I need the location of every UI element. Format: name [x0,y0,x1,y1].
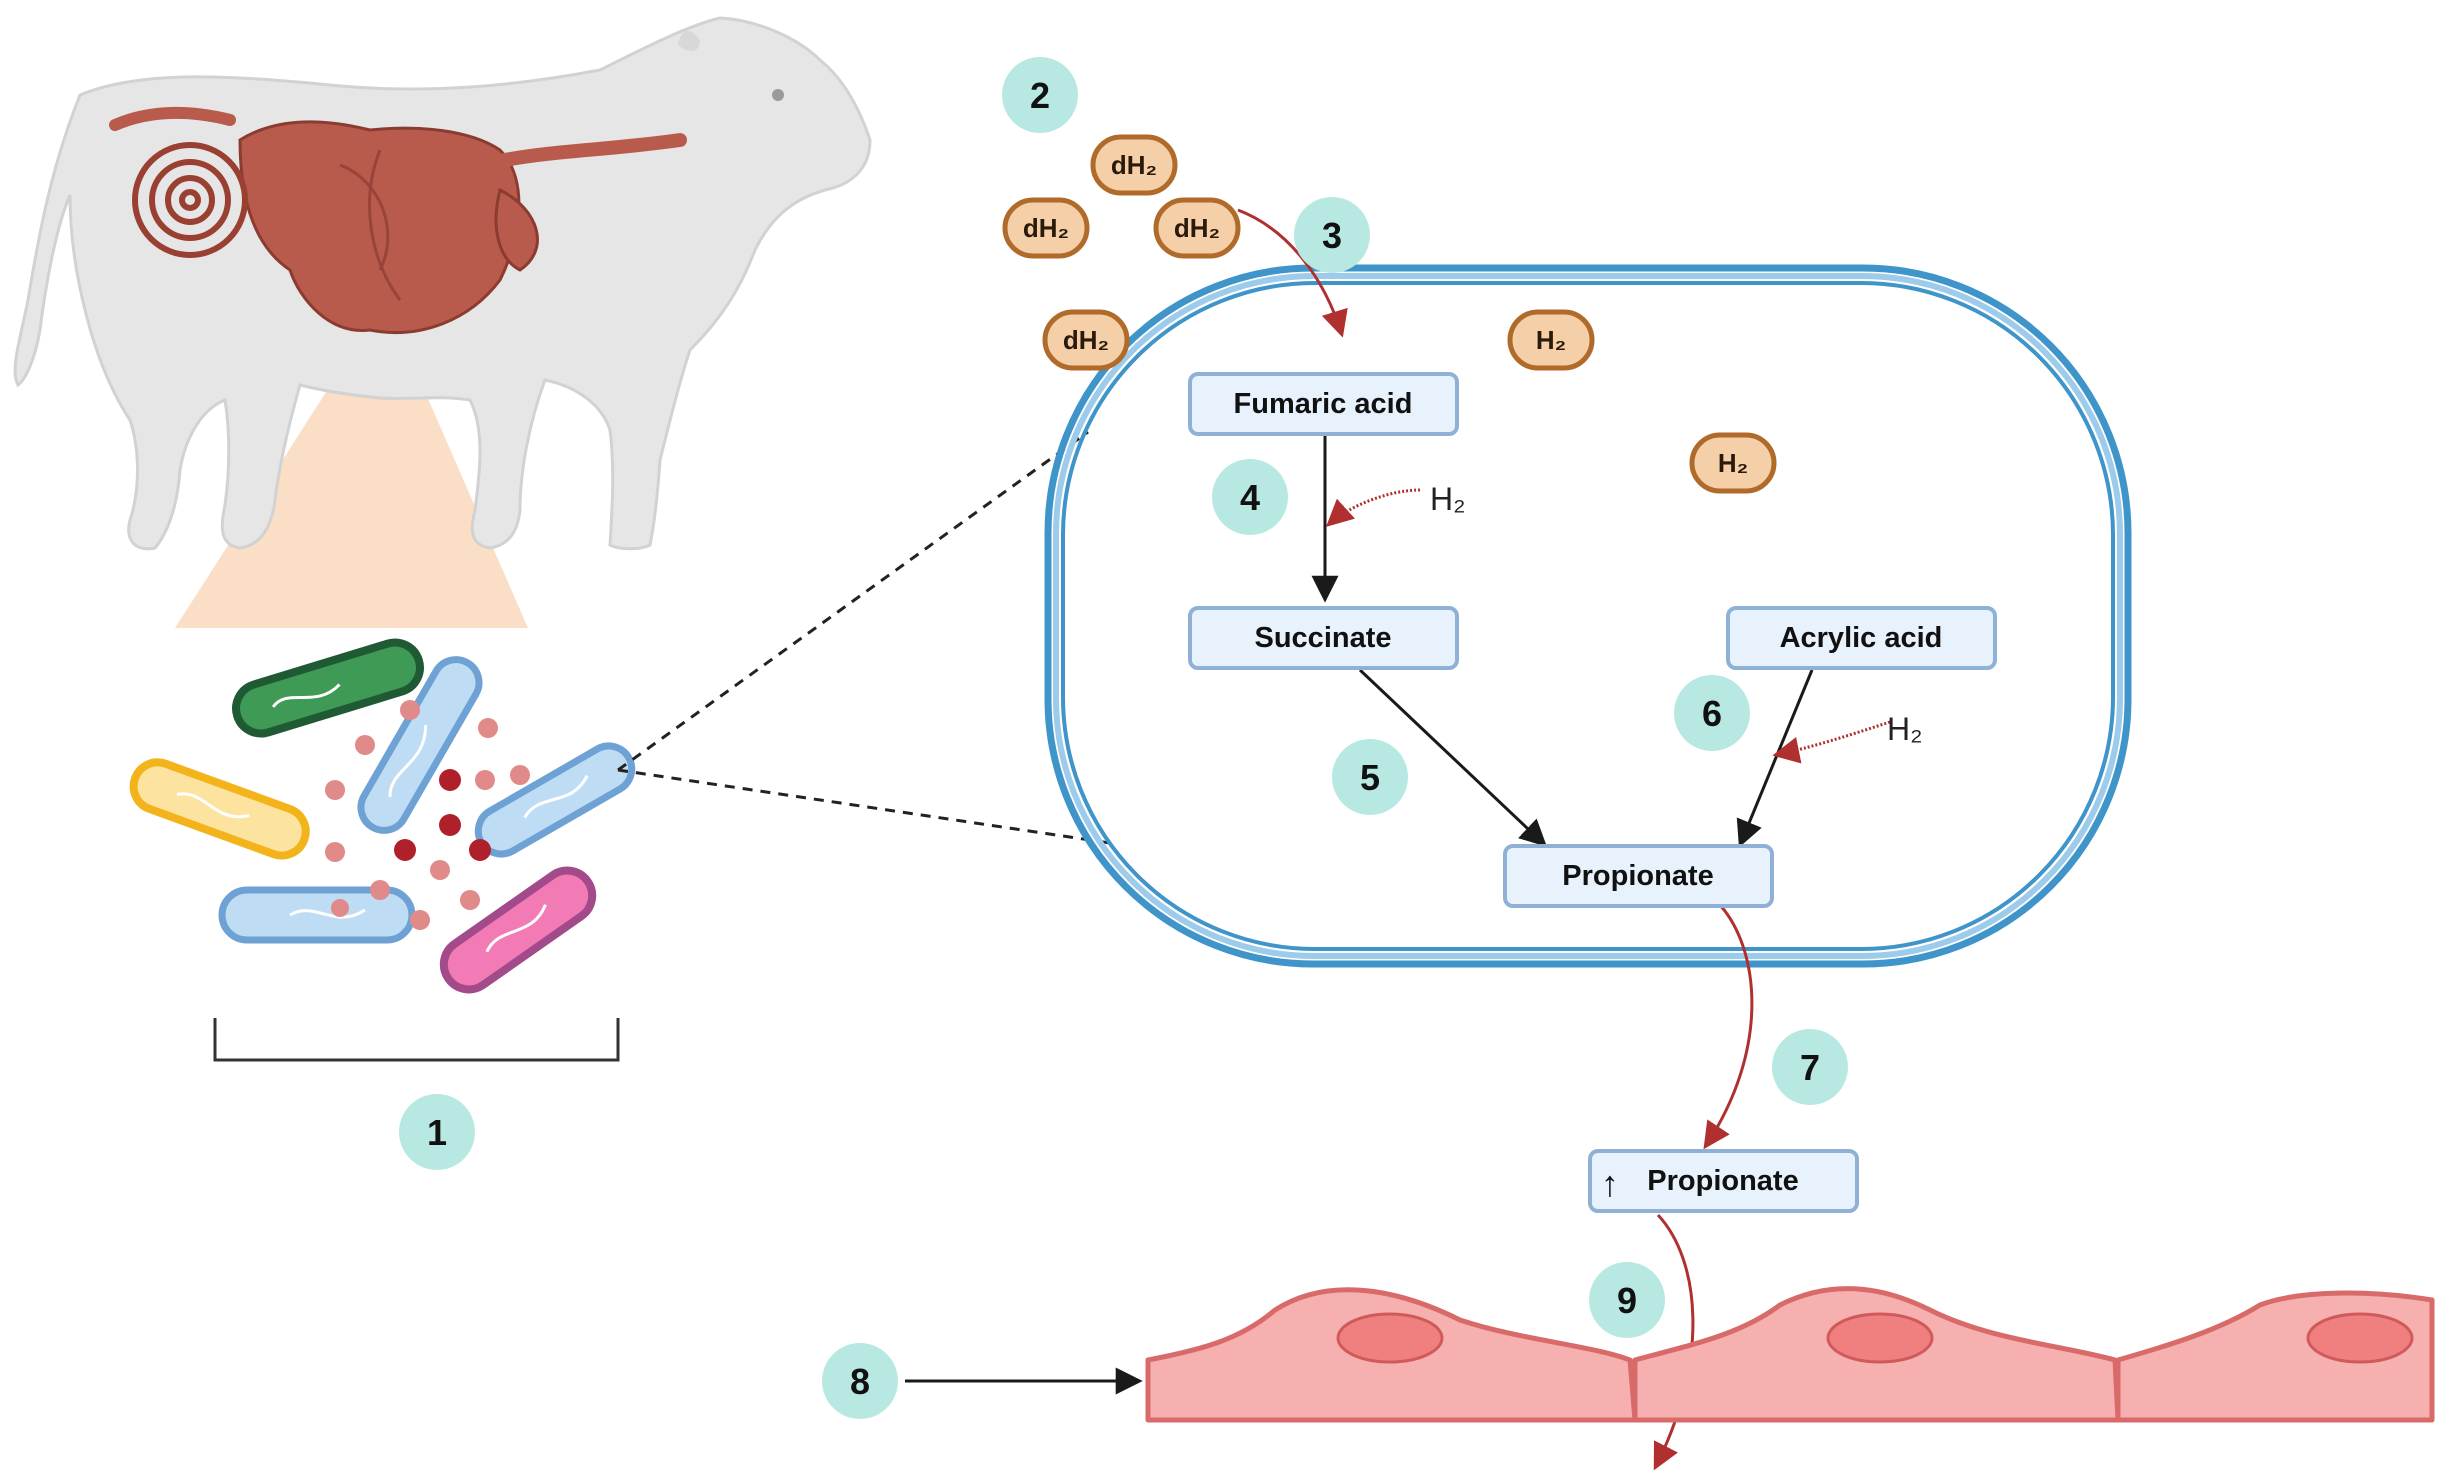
svg-text:4: 4 [1240,477,1260,518]
dh2-pill-1: dH₂ [1090,134,1178,196]
bacterium-green [232,638,424,738]
arrow-propionate-export [1703,904,1754,1150]
svg-text:Acrylic acid: Acrylic acid [1780,622,1943,654]
zoom-cone [175,300,528,628]
digestive-tract [109,107,687,335]
cell-membrane [1044,264,2132,968]
marker-9: 9 [1589,1262,1665,1338]
bacterium-yellow [129,758,310,860]
dh2-pill-2: dH₂ [1002,197,1090,259]
svg-text:7: 7 [1800,1047,1820,1088]
arrow-propionate-absorption [1653,1213,1695,1471]
bacterium-blue-2 [474,742,636,858]
arrow-h2-step6 [1772,720,1891,764]
arrow-h2-step4 [1326,488,1421,527]
marker-5: 5 [1332,739,1408,815]
svg-text:Fumaric acid: Fumaric acid [1234,388,1413,420]
svg-text:H₂: H₂ [1536,325,1566,355]
dh2-pill-4: dH₂ [1042,309,1130,371]
marker-6: 6 [1674,675,1750,751]
metabolite-dots [325,700,530,930]
svg-text:dH₂: dH₂ [1174,213,1220,243]
zoom-line-top [617,430,1089,772]
pathway-arrows [905,208,1891,1471]
succinate-box: Succinate [1188,606,1459,670]
bacteria-cluster [129,638,636,994]
acrylic-acid-box: Acrylic acid [1726,606,1997,670]
h2-pill-1: H₂ [1507,309,1595,371]
arrow-succinate-to-propionate [1358,668,1547,847]
arrow-acrylate-to-propionate [1736,669,1814,848]
svg-text:5: 5 [1360,757,1380,798]
svg-text:9: 9 [1617,1280,1637,1321]
h2-label-step4: H₂ [1430,481,1466,517]
bacterium-pink [439,866,597,994]
svg-text:3: 3 [1322,215,1342,256]
svg-text:6: 6 [1702,693,1722,734]
increase-arrow-icon: ↑ [1601,1163,1619,1204]
bacteria-bracket [213,1018,620,1062]
marker-3: 3 [1294,197,1370,273]
marker-4: 4 [1212,459,1288,535]
zoom-line-bottom [617,768,1111,845]
svg-text:Propionate: Propionate [1647,1165,1798,1197]
propionate-box: Propionate [1503,844,1774,908]
bacterium-blue-1 [357,656,483,834]
dh2-pill-3: dH₂ [1153,197,1241,259]
nucleus-1 [1336,1312,1444,1364]
step-markers: 1 2 3 4 5 6 7 8 [399,57,1848,1419]
rumen-epithelium [1145,1286,2435,1423]
propionate-increased-box: ↑ Propionate [1588,1149,1859,1213]
nucleus-2 [1826,1312,1934,1364]
fumaric-acid-box: Fumaric acid [1188,372,1459,436]
svg-text:dH₂: dH₂ [1111,150,1157,180]
cow-illustration [13,16,872,628]
nucleus-3 [2306,1312,2414,1364]
svg-text:H₂: H₂ [1718,448,1748,478]
h2-label-step6: H₂ [1887,711,1923,747]
marker-8: 8 [822,1343,898,1419]
svg-text:8: 8 [850,1361,870,1402]
marker-2: 2 [1002,57,1078,133]
svg-text:1: 1 [427,1112,447,1153]
marker-7: 7 [1772,1029,1848,1105]
svg-text:Propionate: Propionate [1562,860,1713,892]
svg-text:dH₂: dH₂ [1063,325,1109,355]
svg-text:Succinate: Succinate [1255,622,1392,654]
svg-text:2: 2 [1030,75,1050,116]
svg-text:dH₂: dH₂ [1023,213,1069,243]
hydrogen-pills: dH₂ dH₂ dH₂ dH₂ H₂ H₂ [1002,134,1777,494]
h2-pill-2: H₂ [1689,432,1777,494]
compound-boxes: Fumaric acid Succinate Acrylic acid Prop… [1188,372,1997,1213]
marker-1: 1 [399,1094,475,1170]
